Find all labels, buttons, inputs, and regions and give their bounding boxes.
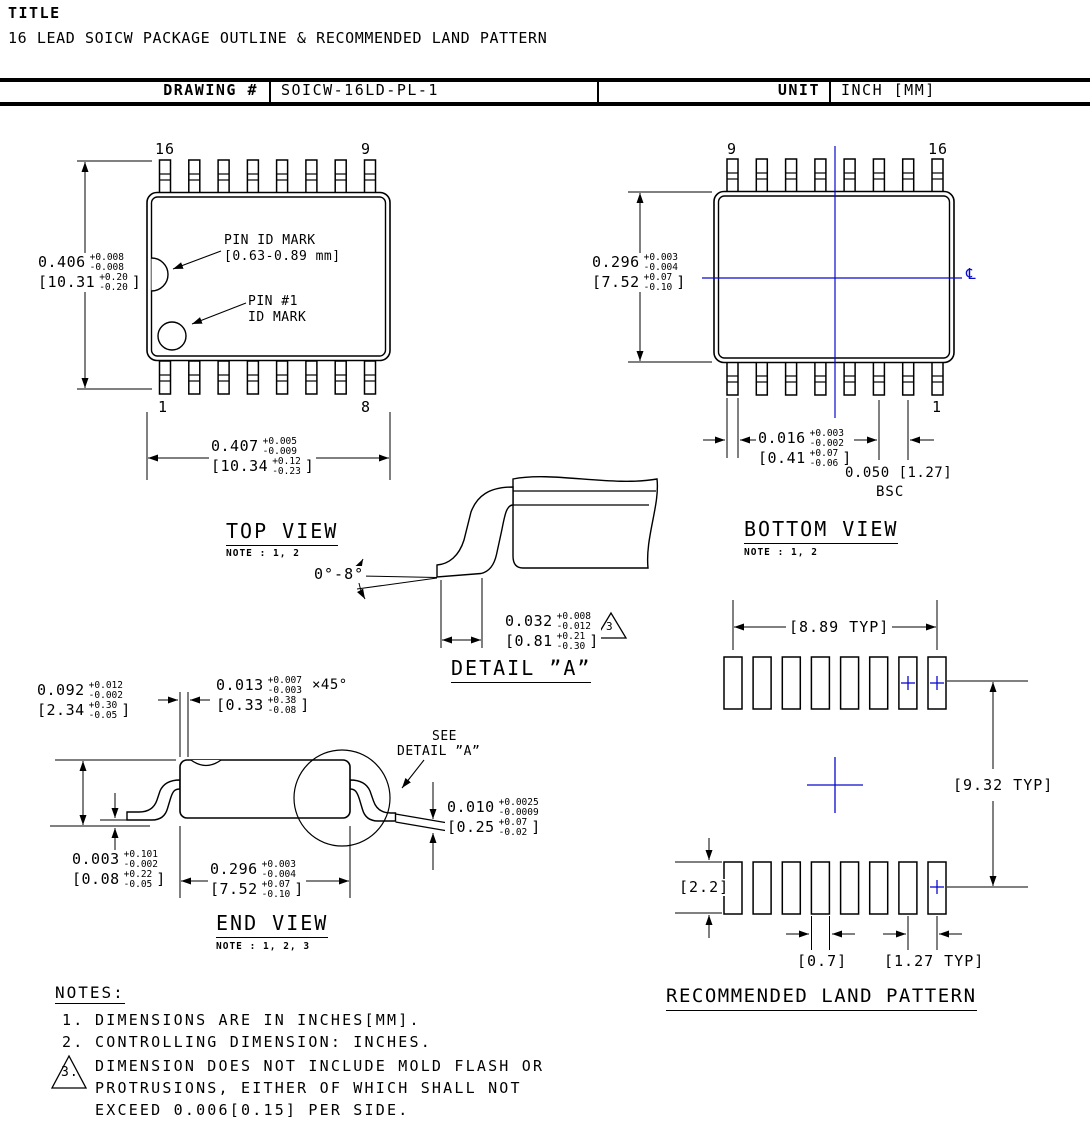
note-1-text: DIMENSIONS ARE IN INCHES[MM]. (95, 1011, 421, 1029)
da-dim-foot: 0.032 +0.008-0.012 [0.81 +0.21-0.30 ] (503, 611, 601, 652)
bv-dim-height: 0.296 +0.003-0.004 [7.52 +0.07-0.10 ] (590, 252, 688, 293)
tv-dim-height: 0.406 +0.008-0.008 [10.31 +0.20-0.20 ] (36, 252, 144, 293)
note-3-num: 3. (61, 1065, 79, 1080)
top-view-graphics (77, 159, 391, 480)
unit-value: INCH [MM] (841, 81, 936, 99)
detail-a-label: DETAIL ”A” (451, 657, 592, 683)
tv-pin-number-8: 8 (361, 398, 372, 416)
tv-pin-number-16: 16 (155, 140, 176, 158)
tv-pin-number-9: 9 (361, 140, 372, 158)
top-view-label: TOP VIEW (226, 520, 339, 546)
detail-a-body (512, 476, 659, 569)
lp-dim-span-x: [8.89 TYP] (786, 618, 893, 637)
end-view-note: NOTE : 1, 2, 3 (216, 941, 311, 952)
end-view-lead-right (349, 779, 397, 822)
top-view-body (146, 191, 391, 362)
ev-dim-width: 0.296 +0.003-0.004 [7.52 +0.07-0.10 ] (208, 859, 306, 900)
lp-dim-pad-width: [0.7] (797, 952, 848, 970)
see-detail-line1: SEE (432, 729, 457, 744)
table-divider-2 (597, 81, 599, 103)
tv-dim-width: 0.407 +0.005-0.009 [10.34 +0.12-0.23 ] (209, 436, 317, 477)
note-3-line1: DIMENSION DOES NOT INCLUDE MOLD FLASH OR (95, 1057, 545, 1075)
bottom-view-note: NOTE : 1, 2 (744, 547, 818, 558)
detail-a-callout-circle (293, 749, 391, 847)
table-divider-1 (269, 81, 271, 103)
pin-id-mark-notch (151, 257, 169, 292)
centerlines (702, 146, 962, 418)
end-view-lead-left (126, 779, 181, 821)
unit-label: UNIT (777, 81, 820, 99)
note-1-num: 1. (62, 1011, 85, 1029)
end-view-dimple (190, 759, 222, 767)
bv-pin-number-9: 9 (727, 140, 738, 158)
note-2-text: CONTROLLING DIMENSION: INCHES. (95, 1033, 432, 1051)
table-divider-3 (829, 81, 831, 103)
table-border-bottom (0, 102, 1090, 106)
end-view-graphics (50, 692, 449, 898)
drawing-number-value: SOICW-16LD-PL-1 (281, 81, 439, 99)
pin-id-mark-callout: PIN ID MARK (224, 233, 316, 248)
ev-dim-standoff: 0.003 +0.101-0.002 [0.08 +0.22-0.05 ] (70, 849, 168, 890)
bottom-view-body (713, 190, 955, 364)
detail-a-graphics (355, 476, 659, 648)
ev-dim-lead-thickness: 0.010 +0.0025-0.0009 [0.25 +0.07-0.02 ] (445, 797, 543, 838)
notes-heading: NOTES: (55, 983, 125, 1005)
land-pattern-center-marks (807, 676, 944, 894)
end-view-label: END VIEW (216, 912, 329, 938)
title-label: TITLE (8, 4, 61, 22)
end-view-body (179, 759, 351, 819)
page-title: 16 LEAD SOICW PACKAGE OUTLINE & RECOMMEN… (8, 29, 548, 47)
pin1-callout-line2: ID MARK (248, 310, 307, 325)
bv-pin-number-1: 1 (932, 398, 943, 416)
ev-dim-height: 0.092 +0.012-0.002 [2.34 +0.30-0.05 ] (35, 680, 133, 721)
pin1-callout-line1: PIN #1 (248, 294, 298, 309)
note-3-line2: PROTRUSIONS, EITHER OF WHICH SHALL NOT (95, 1079, 522, 1097)
see-detail-line2: DETAIL ”A” (397, 744, 481, 759)
table-border-top (0, 78, 1090, 82)
bottom-view-label: BOTTOM VIEW (744, 518, 899, 544)
pin-id-mark-range: [0.63-0.89 mm] (224, 249, 341, 264)
drawing-number-label: DRAWING # (163, 81, 258, 99)
land-pattern-label: RECOMMENDED LAND PATTERN (666, 985, 977, 1011)
note3-list-triangle (50, 1054, 88, 1089)
ev-dim-chamfer: 0.013 +0.007-0.003 ×45° [0.33 +0.38-0.08… (214, 675, 350, 716)
bv-pin-number-16: 16 (928, 140, 949, 158)
centerline-symbol: ℄ (966, 265, 977, 283)
detail-a-lead (436, 486, 514, 578)
bv-dim-pitch-bsc: BSC (876, 484, 905, 500)
note3-flag-triangle (594, 611, 628, 639)
da-note3-flag: 3 (606, 620, 613, 633)
lp-dim-span-y: [9.32 TYP] (950, 776, 1057, 795)
note-2-num: 2. (62, 1033, 85, 1051)
top-view-note: NOTE : 1, 2 (226, 548, 300, 559)
bv-dim-pitch: 0.050 [1.27] (845, 465, 953, 481)
da-angle-dim: 0°-8° (312, 565, 367, 584)
bv-dim-lead-width: 0.016 +0.003-0.002 [0.41 +0.07-0.06 ] (756, 428, 854, 469)
lp-dim-pad-height: [2.2] (679, 878, 730, 897)
note-3-line3: EXCEED 0.006[0.15] PER SIDE. (95, 1101, 410, 1119)
tv-pin-number-1: 1 (158, 398, 169, 416)
lp-dim-pitch: [1.27 TYP] (884, 952, 985, 970)
pin1-id-mark-circle (157, 321, 187, 351)
bottom-view-graphics (628, 146, 962, 460)
land-pattern-graphics (675, 600, 1028, 950)
